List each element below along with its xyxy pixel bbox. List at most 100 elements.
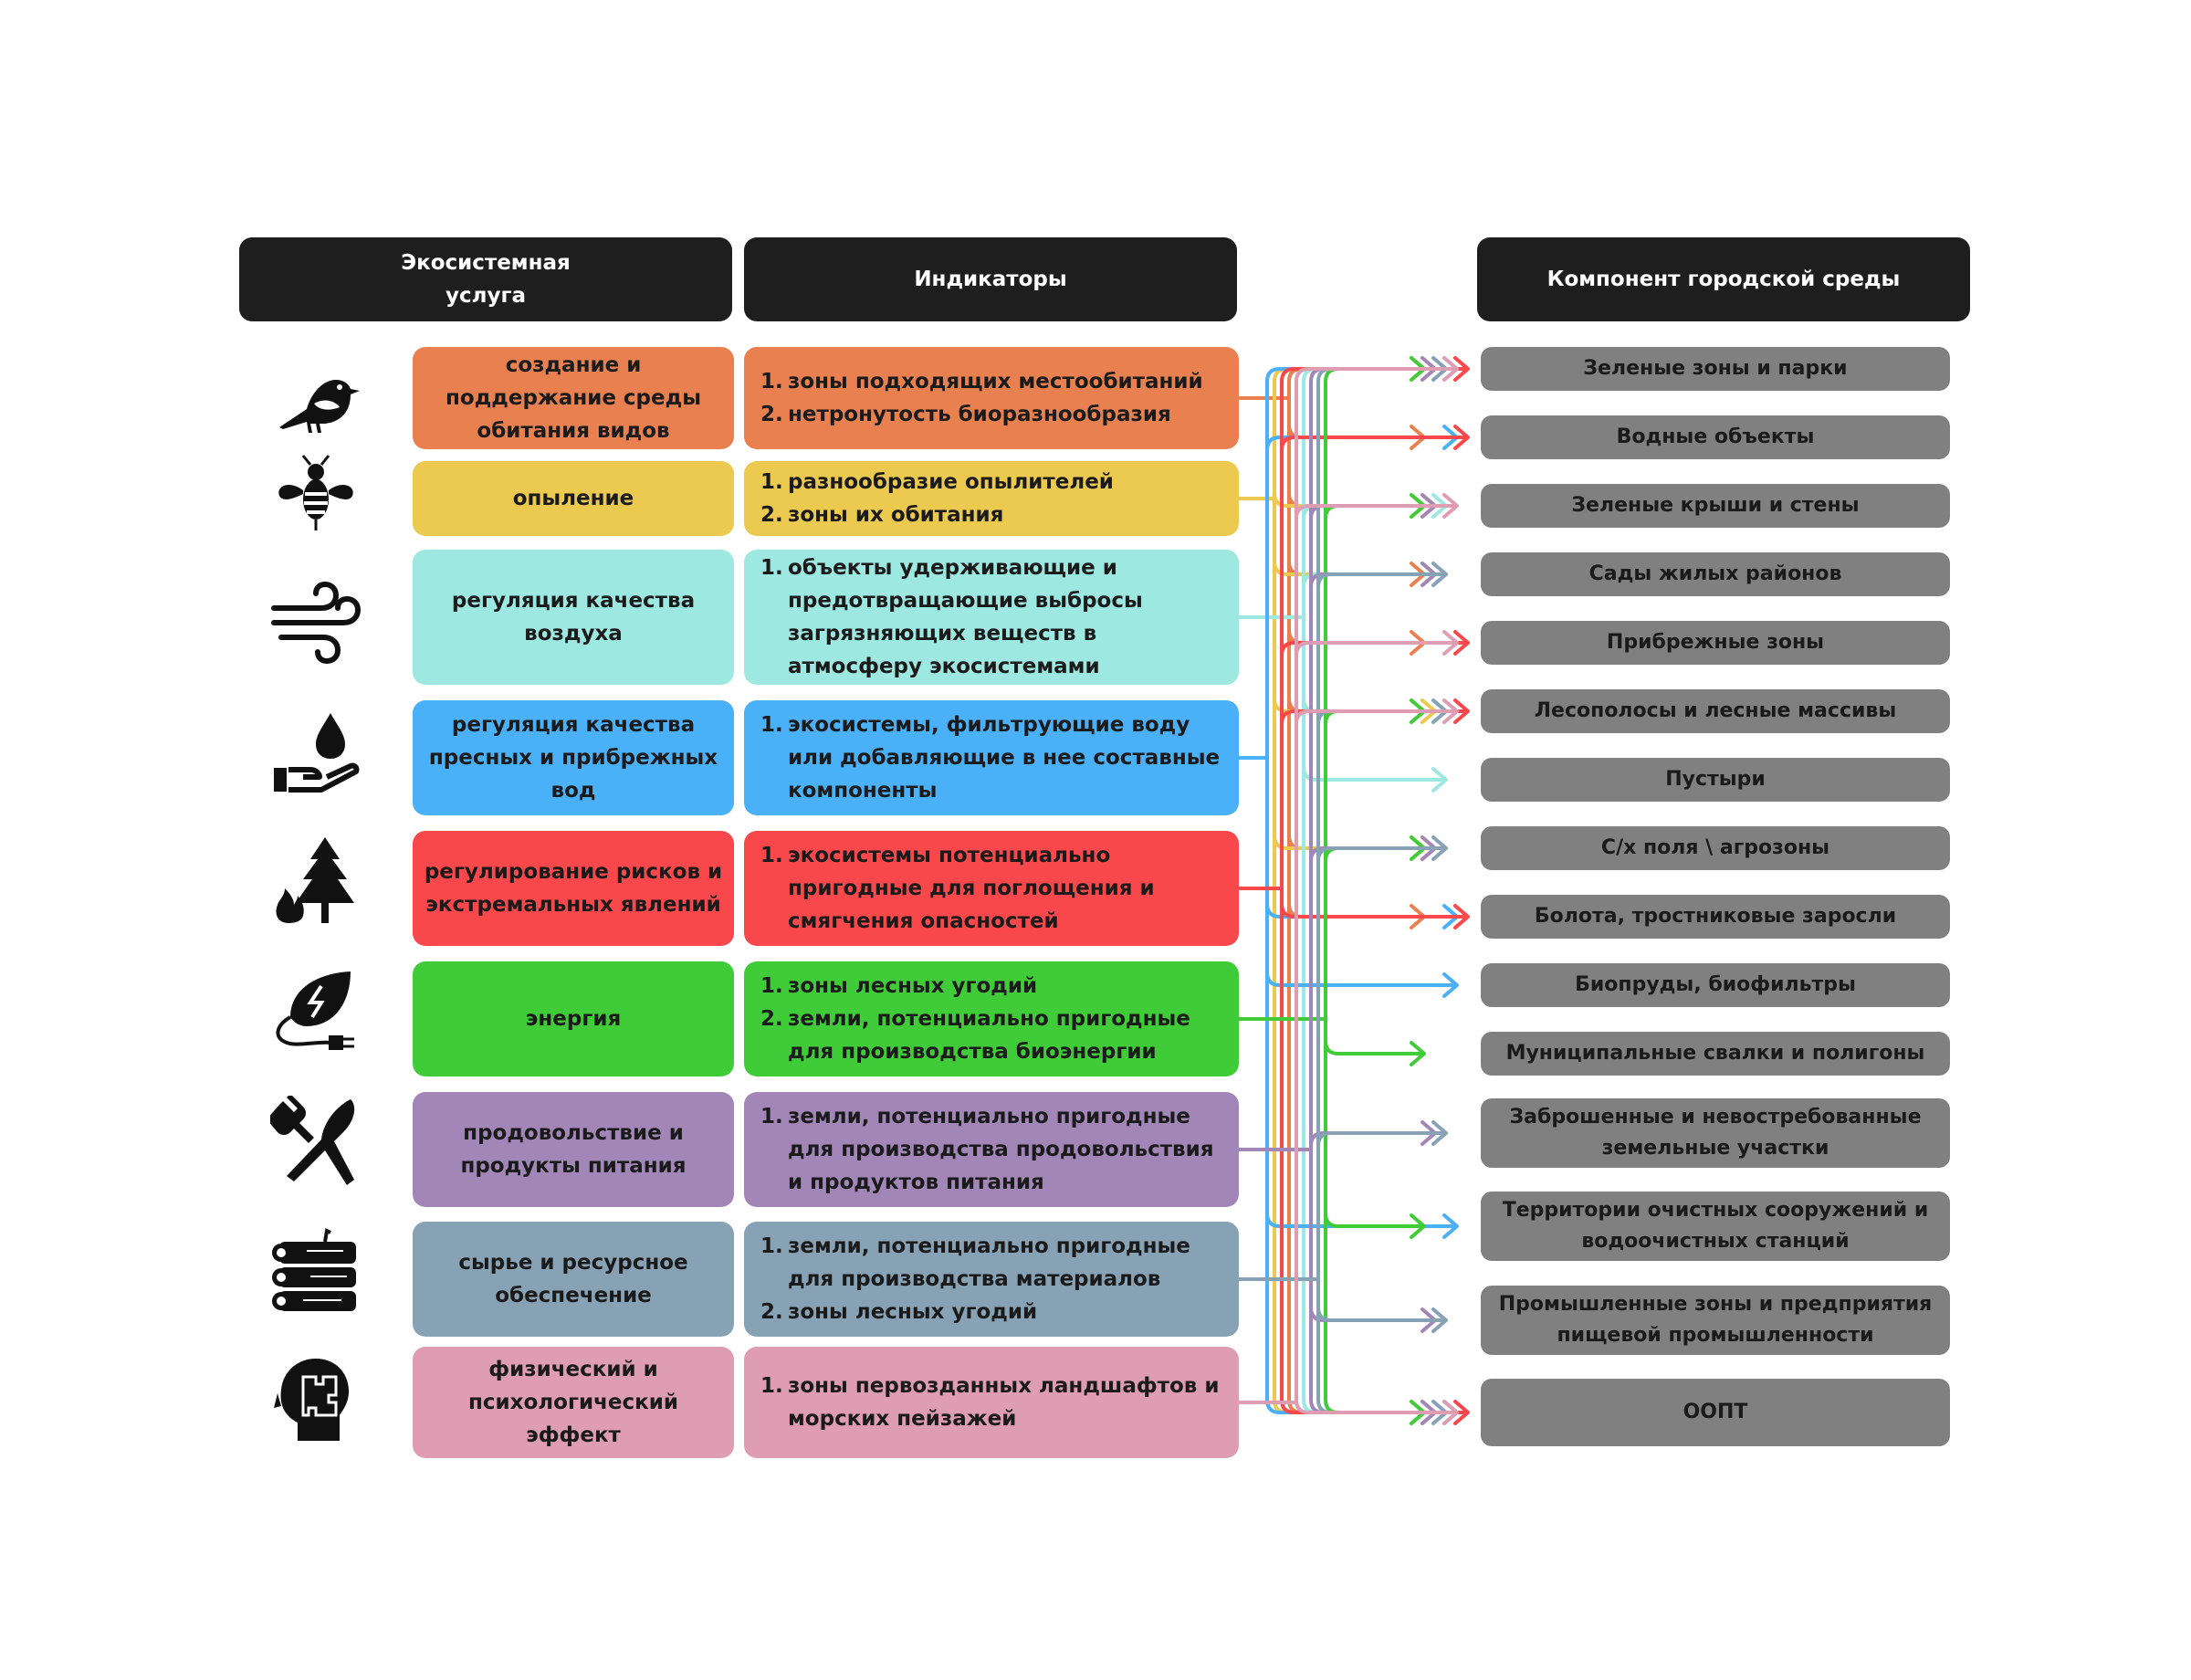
- component-label: ООПТ: [1683, 1401, 1748, 1423]
- service-box: регуляция качества пресных и прибрежных …: [413, 700, 734, 815]
- indicator-text: зоны их обитания: [788, 503, 1004, 527]
- service-box: продовольствие и продукты питания: [413, 1092, 734, 1207]
- component-box: Зеленые крыши и стены: [1481, 484, 1950, 528]
- component-label: Зеленые крыши и стены: [1571, 494, 1860, 517]
- indicator-item: 1.объекты удерживающие и предотвращающие…: [760, 551, 1222, 683]
- component-box: Заброшенные и невостребованные земельные…: [1481, 1098, 1950, 1168]
- indicator-text: земли, потенциально пригодные для произв…: [788, 1105, 1214, 1194]
- indicator-box: 1.земли, потенциально пригодные для прои…: [744, 1092, 1239, 1207]
- indicator-number: 1.: [760, 470, 783, 494]
- indicator-list: 1.экосистемы потенциально пригодные для …: [760, 839, 1222, 938]
- bee-icon: [278, 455, 353, 530]
- indicator-item: 2.нетронутость биоразнообразия: [760, 398, 1222, 431]
- component-box: Сады жилых районов: [1481, 552, 1950, 596]
- component-label: Прибрежные зоны: [1606, 631, 1825, 654]
- component-box: Территории очистных сооружений и водоочи…: [1481, 1192, 1950, 1261]
- indicator-number: 2.: [760, 403, 783, 426]
- indicator-list: 1.зоны первозданных ландшафтов и морских…: [760, 1370, 1222, 1435]
- indicator-text: объекты удерживающие и предотвращающие в…: [788, 556, 1143, 678]
- indicator-text: экосистемы потенциально пригодные для по…: [788, 844, 1155, 933]
- indicator-number: 2.: [760, 1300, 783, 1324]
- service-label: энергия: [525, 1007, 622, 1031]
- header-indicators: Индикаторы: [744, 237, 1237, 321]
- component-box: ООПТ: [1481, 1379, 1950, 1446]
- indicator-item: 1.экосистемы, фильтрующие воду или добав…: [760, 709, 1222, 807]
- fork-knife-icon: [270, 1096, 355, 1185]
- header-indicators-label: Индикаторы: [914, 268, 1067, 291]
- component-box: Муниципальные свалки и полигоны: [1481, 1032, 1950, 1076]
- indicator-text: зоны лесных угодий: [788, 1300, 1038, 1324]
- service-label: регуляция качества воздуха: [451, 589, 696, 646]
- indicator-list: 1.земли, потенциально пригодные для прои…: [760, 1100, 1222, 1199]
- indicator-box: 1.экосистемы потенциально пригодные для …: [744, 831, 1239, 946]
- header-component-label: Компонент городской среды: [1546, 268, 1901, 291]
- indicator-text: зоны лесных угодий: [788, 974, 1038, 998]
- component-label: Биопруды, биофильтры: [1575, 973, 1856, 996]
- component-label: С/х поля \ агрозоны: [1600, 836, 1830, 859]
- indicator-text: нетронутость биоразнообразия: [788, 403, 1171, 426]
- service-label: опыление: [512, 487, 634, 510]
- indicator-number: 1.: [760, 370, 783, 394]
- service-box: сырье и ресурсное обеспечение: [413, 1222, 734, 1337]
- indicator-box: 1.зоны первозданных ландшафтов и морских…: [744, 1347, 1239, 1458]
- component-box: Водные объекты: [1481, 415, 1950, 459]
- indicator-item: 2.зоны их обитания: [760, 499, 1222, 531]
- indicator-item: 1.земли, потенциально пригодные для прои…: [760, 1230, 1222, 1296]
- bird-icon: [279, 380, 360, 433]
- service-label: физический и психологический эффект: [468, 1358, 678, 1447]
- component-label: Заброшенные и невостребованные земельные…: [1509, 1106, 1922, 1160]
- header-service-label: Экосистемная услуга: [401, 251, 571, 308]
- indicator-item: 1.земли, потенциально пригодные для прои…: [760, 1100, 1222, 1199]
- indicator-text: зоны первозданных ландшафтов и морских п…: [788, 1374, 1220, 1431]
- indicator-box: 1.земли, потенциально пригодные для прои…: [744, 1222, 1239, 1337]
- indicator-item: 2.земли, потенциально пригодные для прои…: [760, 1003, 1222, 1068]
- indicator-item: 2.зоны лесных угодий: [760, 1296, 1222, 1328]
- indicator-text: земли, потенциально пригодные для произв…: [788, 1007, 1190, 1064]
- indicator-item: 1.зоны подходящих местообитаний: [760, 365, 1222, 398]
- service-label: создание и поддержание среды обитания ви…: [446, 353, 701, 443]
- indicator-list: 1.экосистемы, фильтрующие воду или добав…: [760, 709, 1222, 807]
- indicator-text: разнообразие опылителей: [788, 470, 1114, 494]
- head-puzzle-icon: [274, 1359, 349, 1441]
- component-box: Пустыри: [1481, 758, 1950, 802]
- indicator-item: 1.зоны первозданных ландшафтов и морских…: [760, 1370, 1222, 1435]
- component-label: Лесополосы и лесные массивы: [1534, 699, 1897, 722]
- connector-wind: [1239, 356, 1448, 1425]
- leaf-plug-icon: [276, 971, 354, 1050]
- indicator-number: 1.: [760, 1234, 783, 1258]
- component-label: Сады жилых районов: [1588, 562, 1842, 585]
- connector-head-puzzle: [1239, 356, 1459, 1425]
- component-label: Муниципальные свалки и полигоны: [1505, 1042, 1925, 1065]
- component-box: С/х поля \ агрозоны: [1481, 826, 1950, 870]
- connector-water-hand: [1239, 356, 1459, 1425]
- indicator-text: зоны подходящих местообитаний: [788, 370, 1203, 394]
- service-label: регуляция качества пресных и прибрежных …: [428, 713, 718, 803]
- indicator-box: 1.объекты удерживающие и предотвращающие…: [744, 550, 1239, 685]
- forest-fire-icon: [276, 837, 354, 923]
- indicator-number: 1.: [760, 844, 783, 867]
- service-box: регуляция качества воздуха: [413, 550, 734, 685]
- indicator-number: 2.: [760, 1007, 783, 1031]
- service-box: создание и поддержание среды обитания ви…: [413, 347, 734, 449]
- indicator-text: экосистемы, фильтрующие воду или добавля…: [788, 713, 1221, 803]
- service-label: регулирование рисков и экстремальных явл…: [424, 860, 723, 917]
- water-hand-icon: [274, 713, 360, 793]
- indicator-item: 1.разнообразие опылителей: [760, 466, 1222, 499]
- component-box: Промышленные зоны и предприятия пищевой …: [1481, 1286, 1950, 1355]
- service-label: продовольствие и продукты питания: [460, 1121, 687, 1178]
- indicator-number: 1.: [760, 1105, 783, 1129]
- indicator-number: 1.: [760, 1374, 783, 1398]
- service-label: сырье и ресурсное обеспечение: [458, 1251, 688, 1307]
- header-service: Экосистемная услуга: [239, 237, 732, 321]
- logs-icon: [272, 1228, 356, 1311]
- service-box: энергия: [413, 961, 734, 1076]
- component-label: Водные объекты: [1616, 425, 1815, 448]
- service-box: физический и психологический эффект: [413, 1347, 734, 1458]
- component-box: Биопруды, биофильтры: [1481, 963, 1950, 1007]
- indicator-box: 1.экосистемы, фильтрующие воду или добав…: [744, 700, 1239, 815]
